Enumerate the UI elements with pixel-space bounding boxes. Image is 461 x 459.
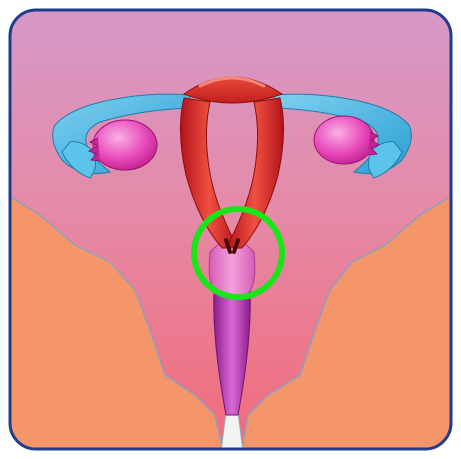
- right-ovary: [314, 116, 374, 164]
- left-ovary: [93, 120, 157, 170]
